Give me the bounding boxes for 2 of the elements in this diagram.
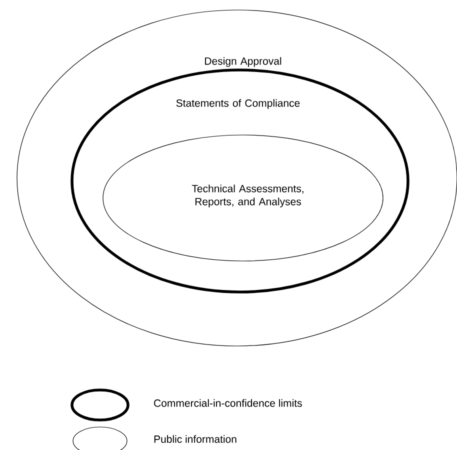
legend-label: Public information [154,435,236,443]
legend-label: Commercial-in-confidence limits [154,399,302,407]
